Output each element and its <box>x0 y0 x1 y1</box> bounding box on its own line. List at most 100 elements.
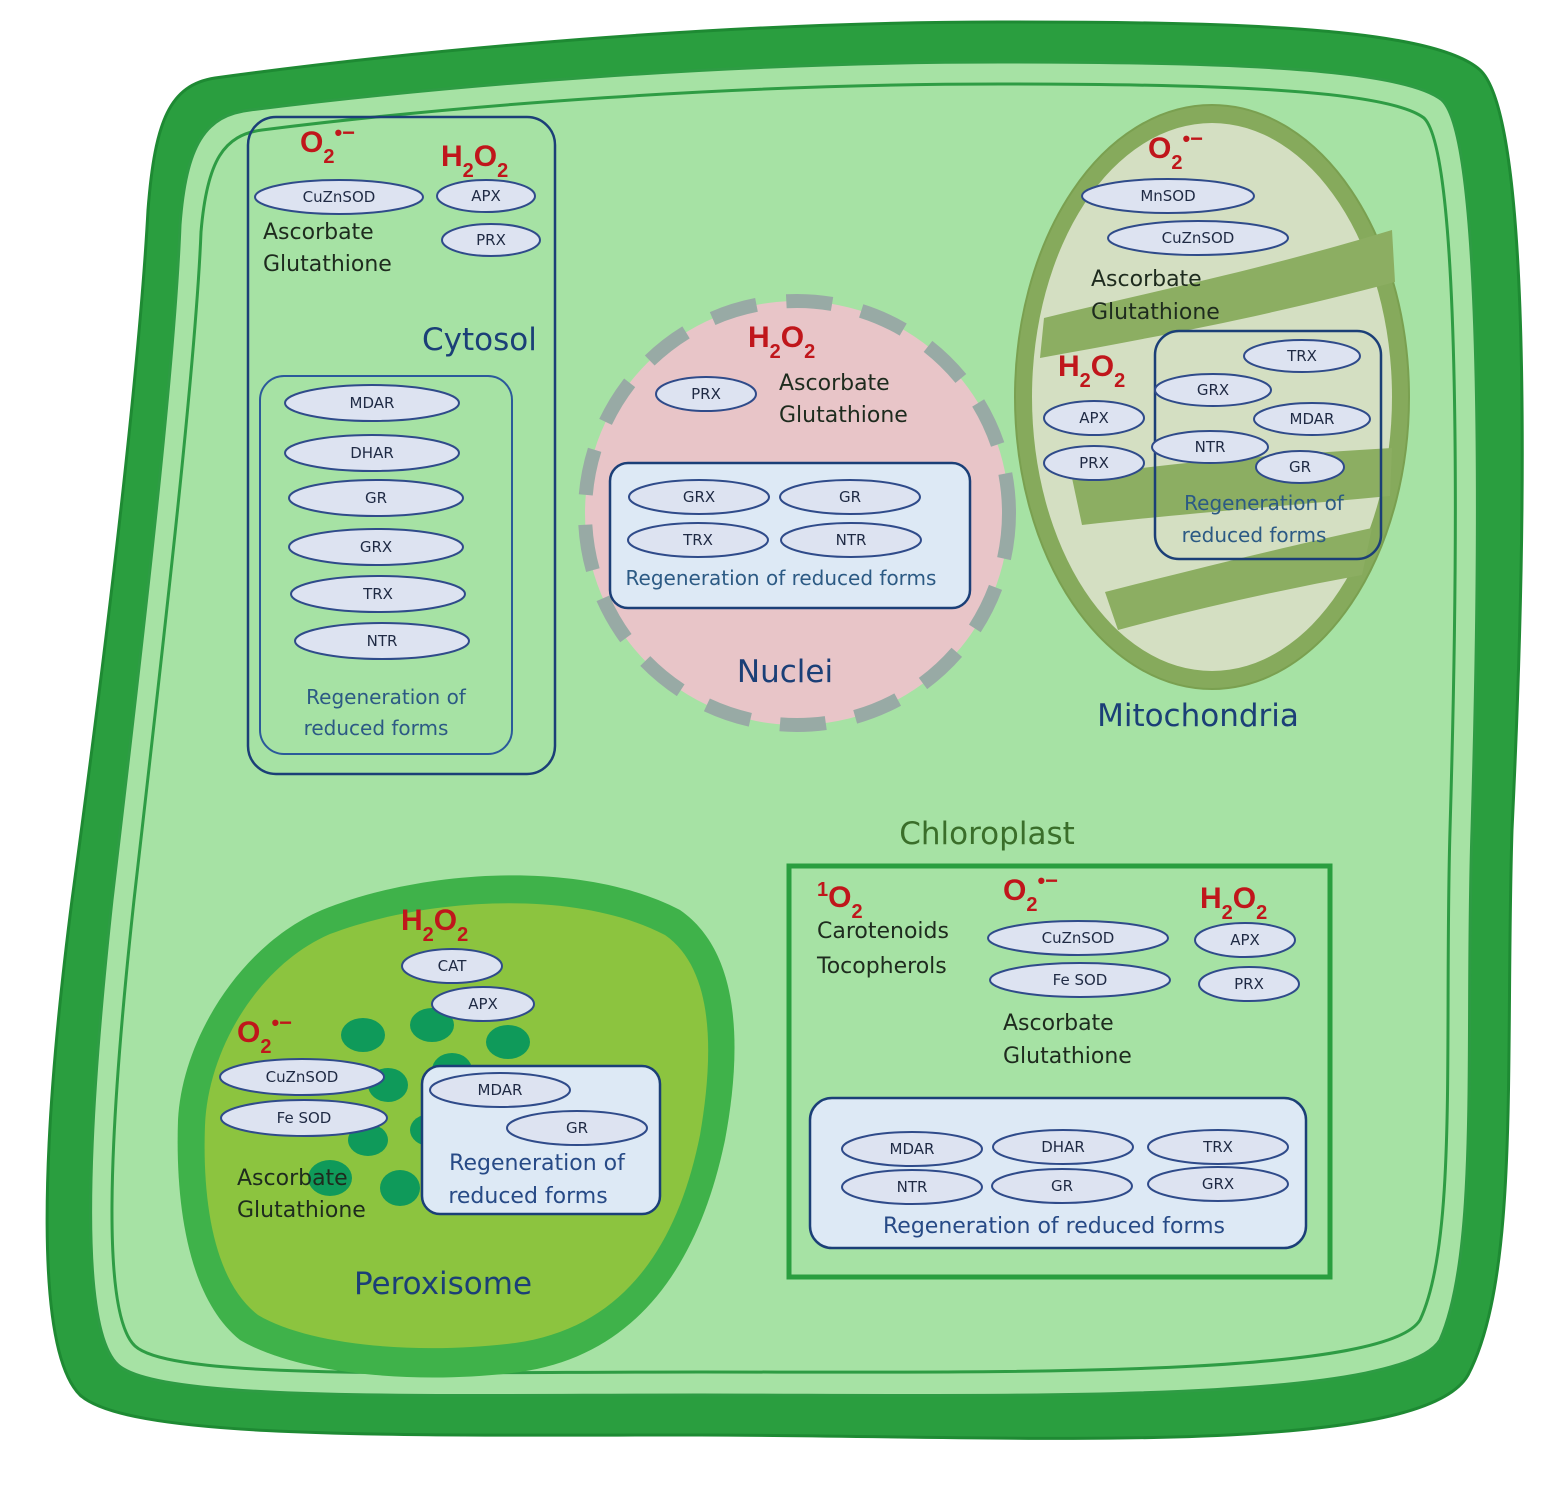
cytosol-regen-label-2: reduced forms <box>304 716 449 740</box>
chloro-ascorbate: Ascorbate <box>1003 1011 1114 1036</box>
nucleus-ascorbate: Ascorbate <box>779 371 890 396</box>
chloroplast-title: Chloroplast <box>899 816 1075 852</box>
chloro-carotenoids: Carotenoids <box>817 919 949 944</box>
peroxisome-title: Peroxisome <box>354 1266 532 1302</box>
cytosol-regen-box <box>259 375 513 755</box>
cytosol-regen-mdar-oval <box>284 384 460 422</box>
cytosol-regen-ntr-oval <box>294 622 470 660</box>
peroxisome-granule <box>308 1160 352 1196</box>
chloro-regen-trx-label: TRX <box>1202 1138 1233 1156</box>
cytosol-regen-trx-oval <box>290 575 466 613</box>
mito-cuznsod-oval <box>1107 220 1289 256</box>
chloro-h2o2: H2O2 <box>1200 882 1267 924</box>
cytosol-prx-oval <box>441 223 541 257</box>
cytosol-regen-trx-label: TRX <box>362 585 393 603</box>
cytosol-apx-label: APX <box>471 187 501 205</box>
chloro-regen-grx-label: GRX <box>1202 1175 1234 1193</box>
nucleus-title: Nuclei <box>737 654 833 690</box>
cytosol-regen-label-1: Regeneration of <box>306 685 467 709</box>
mito-mnsod-label: MnSOD <box>1140 187 1195 205</box>
perox-cuznsod-label: CuZnSOD <box>266 1068 339 1086</box>
cytosol-box <box>246 115 557 776</box>
perox-mdar-oval <box>429 1072 571 1108</box>
perox-cat-oval <box>401 948 503 984</box>
chloro-fesod-label: Fe SOD <box>1053 971 1108 989</box>
perox-ascorbate: Ascorbate <box>237 1166 348 1191</box>
mito-regen-trx-oval <box>1243 339 1361 373</box>
chloro-regen-dhar-label: DHAR <box>1041 1138 1085 1156</box>
chloro-prx-oval <box>1198 966 1300 1002</box>
chloro-cuznsod-label: CuZnSOD <box>1042 929 1115 947</box>
mito-regen-mdar-oval <box>1253 402 1371 436</box>
nucleus-h2o2: H2O2 <box>748 321 815 363</box>
chloro-regen-dhar-oval <box>992 1129 1134 1165</box>
nucleus-regen-gr-oval <box>779 479 921 515</box>
mito-regen-gr-oval <box>1255 450 1345 484</box>
cytosol-h2o2: H2O2 <box>441 140 508 182</box>
chloro-regen-gr-label: GR <box>1051 1177 1073 1195</box>
cytosol-regen-gr-oval <box>288 479 464 517</box>
mito-h2o2: H2O2 <box>1058 350 1125 392</box>
chloro-glutathione: Glutathione <box>1003 1044 1132 1069</box>
nucleus-regen-ntr-label: NTR <box>836 531 867 549</box>
perox-glutathione: Glutathione <box>237 1198 366 1223</box>
peroxisome-granule <box>380 1170 420 1206</box>
cytosol-regen-mdar-label: MDAR <box>350 394 395 412</box>
perox-apx-oval <box>431 986 535 1022</box>
perox-gr-label: GR <box>566 1119 588 1137</box>
mito-cuznsod-label: CuZnSOD <box>1162 229 1235 247</box>
mito-ascorbate: Ascorbate <box>1091 267 1202 292</box>
perox-h2o2: H2O2 <box>401 904 468 946</box>
chloro-cuznsod-oval <box>987 920 1169 956</box>
chloro-tocopherols: Tocopherols <box>816 954 947 979</box>
chloro-singlet-oxygen: 1O2 <box>817 879 863 923</box>
perox-regen-label-2: reduced forms <box>448 1184 607 1209</box>
mitochondria-panel: O2•− MnSOD CuZnSOD Ascorbate Glutathione… <box>1014 104 1410 734</box>
peroxisome-granule <box>486 1025 530 1059</box>
cytosol-cuznsod-label: CuZnSOD <box>303 188 376 206</box>
mito-apx-oval <box>1043 400 1145 436</box>
chloroplast-panel: Chloroplast 1O2 O2•− H2O2 Carotenoids To… <box>786 816 1333 1280</box>
perox-fesod-oval <box>220 1099 388 1137</box>
nucleus-regen-gr-label: GR <box>839 488 861 506</box>
mito-regen-trx-label: TRX <box>1286 347 1317 365</box>
mito-regen-gr-label: GR <box>1289 458 1311 476</box>
perox-cat-label: CAT <box>438 957 468 975</box>
chloro-regen-trx-oval <box>1147 1129 1289 1165</box>
mito-prx-oval <box>1043 445 1145 481</box>
cytosol-prx-label: PRX <box>476 231 506 249</box>
chloroplast-box <box>786 863 1333 1280</box>
mito-glutathione: Glutathione <box>1091 300 1220 325</box>
chloro-prx-label: PRX <box>1234 975 1264 993</box>
mito-regen-ntr-label: NTR <box>1195 438 1226 456</box>
plasma-membrane <box>110 82 1457 1375</box>
chloro-regen-gr-oval <box>991 1168 1133 1204</box>
nucleus-glutathione: Glutathione <box>779 403 908 428</box>
cytosol-regen-dhar-oval <box>284 434 460 472</box>
perox-fesod-label: Fe SOD <box>277 1109 332 1127</box>
perox-regen-label-1: Regeneration of <box>449 1151 626 1176</box>
cytosol-regen-ntr-label: NTR <box>367 632 398 650</box>
perox-cuznsod-oval <box>219 1058 385 1096</box>
mitochondria-title: Mitochondria <box>1097 698 1299 734</box>
mitochondria-crista-3 <box>1105 528 1372 630</box>
cytosol-superoxide: O2•− <box>300 120 355 169</box>
cytosol-regen-grx-label: GRX <box>360 538 392 556</box>
mito-regen-grx-label: GRX <box>1197 381 1229 399</box>
chloro-apx-oval <box>1194 922 1296 958</box>
peroxisome-granule <box>341 1018 385 1052</box>
mito-mnsod-oval <box>1081 178 1255 214</box>
cytosol-panel: O2•− H2O2 CuZnSOD APX PRX Ascorbate Glut… <box>246 115 557 776</box>
chloro-superoxide: O2•− <box>1003 868 1058 917</box>
chloro-apx-label: APX <box>1230 931 1260 949</box>
nucleus-regen-grx-label: GRX <box>683 488 715 506</box>
chloro-regen-mdar-oval <box>841 1131 983 1167</box>
cytosol-ascorbate: Ascorbate <box>263 220 374 245</box>
perox-apx-label: APX <box>468 995 498 1013</box>
nucleus-prx-oval <box>655 376 757 412</box>
